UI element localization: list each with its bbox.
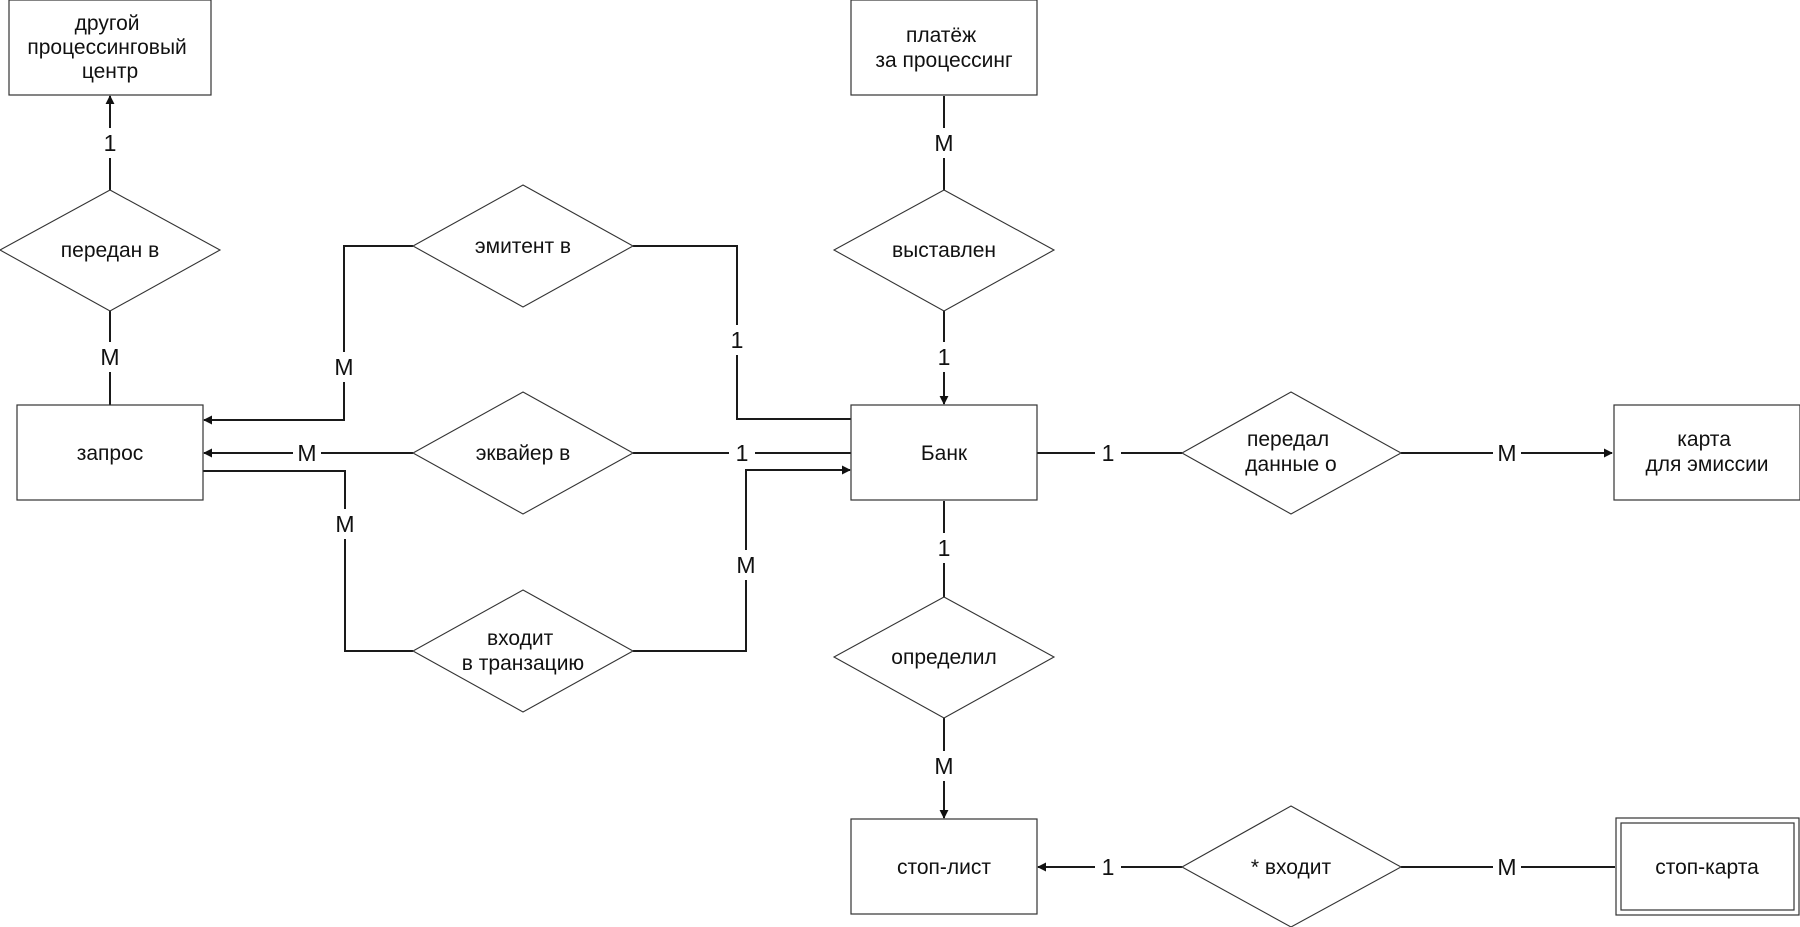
edge-issuer-to-request	[203, 245, 413, 425]
entity-card-for-emission[interactable]: карта для эмиссии	[1613, 404, 1800, 501]
svg-text:М: М	[1497, 854, 1516, 880]
svg-text:определил: определил	[891, 646, 996, 669]
svg-text:1: 1	[104, 130, 117, 156]
entity-label-line: карта	[1677, 428, 1731, 451]
svg-text:М: М	[334, 354, 353, 380]
svg-text:1: 1	[938, 535, 951, 561]
relationship-label-line: в транзацию	[462, 652, 584, 675]
cardinality-label: 1	[931, 533, 957, 563]
svg-text:1: 1	[1102, 854, 1115, 880]
relationship-label-line: данные о	[1245, 453, 1336, 476]
relationship-transferred-data[interactable]: передал данные о	[1180, 391, 1403, 515]
svg-text:М: М	[736, 552, 755, 578]
entity-label-line: запрос	[77, 442, 144, 465]
svg-text:1: 1	[731, 327, 744, 353]
entity-bank[interactable]: Банк	[850, 404, 1038, 501]
cardinality-labels: 1 М М 1 М 1 М 1	[97, 128, 1521, 882]
entity-processing-payment[interactable]: платёж за процессинг	[850, 0, 1038, 96]
edge-request-to-transaction	[203, 470, 413, 652]
svg-text:М: М	[934, 753, 953, 779]
relationship-determined[interactable]: определил	[832, 596, 1056, 719]
relationship-label-line: эквайер в	[476, 442, 571, 465]
entity-stop-list[interactable]: стоп-лист	[850, 818, 1038, 915]
relationship-transferred-to[interactable]: передан в	[0, 189, 222, 312]
svg-text:стоп-лист: стоп-лист	[897, 856, 991, 879]
svg-text:Банк: Банк	[921, 442, 968, 465]
svg-text:* входит: * входит	[1251, 856, 1332, 879]
relationship-label-line: * входит	[1251, 856, 1332, 879]
relationship-label-line: передан в	[61, 239, 159, 262]
cardinality-label: М	[930, 128, 958, 158]
entity-request[interactable]: запрос	[16, 404, 204, 501]
entity-label-line: центр	[82, 60, 138, 83]
svg-text:выставлен: выставлен	[892, 239, 996, 262]
entity-label-line: Банк	[921, 442, 968, 465]
entity-label-line: за процессинг	[875, 49, 1013, 72]
relationship-enters[interactable]: * входит	[1180, 805, 1403, 927]
cardinality-label: 1	[1095, 439, 1121, 469]
entity-label-line: стоп-карта	[1655, 856, 1759, 879]
svg-text:М: М	[100, 344, 119, 370]
cardinality-label: М	[1493, 439, 1521, 469]
cardinality-label: М	[330, 352, 358, 382]
entity-label-line: стоп-лист	[897, 856, 991, 879]
entity-label-line: для эмиссии	[1645, 453, 1768, 476]
cardinality-label: 1	[729, 439, 755, 469]
relationship-acquirer-in[interactable]: эквайер в	[411, 391, 635, 515]
svg-text:1: 1	[938, 344, 951, 370]
cardinality-label: М	[930, 751, 958, 781]
svg-text:эквайер в: эквайер в	[476, 442, 571, 465]
cardinality-label: М	[1493, 852, 1521, 882]
cardinality-label: 1	[1095, 852, 1121, 882]
cardinality-label: 1	[931, 342, 957, 372]
entity-label-line: другой	[75, 12, 140, 35]
svg-text:передал данные о: передал данные о	[1245, 428, 1336, 476]
svg-text:М: М	[934, 130, 953, 156]
svg-text:М: М	[1497, 440, 1516, 466]
svg-text:другой процессинговый: другой процессинговый центр	[27, 12, 192, 83]
svg-text:передан в: передан в	[61, 239, 159, 262]
svg-text:входит в транзацию: входит в транзацию	[462, 627, 584, 675]
entity-label-line: процессинговый	[27, 36, 186, 59]
relationships: передан в эмитент в выставлен эквайер в	[0, 184, 1403, 927]
entities: другой процессинговый центр платёж за пр…	[8, 0, 1800, 916]
svg-text:стоп-карта: стоп-карта	[1655, 856, 1759, 879]
entity-label-line: платёж	[906, 24, 976, 47]
cardinality-label: М	[293, 439, 321, 469]
svg-text:М: М	[335, 511, 354, 537]
svg-text:М: М	[297, 440, 316, 466]
relationship-invoiced[interactable]: выставлен	[832, 189, 1056, 312]
relationship-label-line: передал	[1247, 428, 1329, 451]
svg-text:запрос: запрос	[77, 442, 144, 465]
cardinality-label: 1	[97, 128, 123, 158]
cardinality-label: М	[97, 342, 123, 372]
relationship-label-line: эмитент в	[475, 235, 571, 258]
relationship-enters-transaction[interactable]: входит в транзацию	[411, 589, 635, 713]
entity-stop-card[interactable]: стоп-карта	[1615, 817, 1800, 916]
svg-text:1: 1	[736, 440, 749, 466]
entity-other-processing-center[interactable]: другой процессинговый центр	[8, 0, 212, 96]
cardinality-label: 1	[724, 325, 750, 355]
relationship-issuer-in[interactable]: эмитент в	[411, 184, 635, 308]
svg-text:платёж за процессинг: платёж за процессинг	[875, 24, 1013, 72]
cardinality-label: М	[732, 550, 760, 580]
svg-text:1: 1	[1102, 440, 1115, 466]
svg-text:карта для эмиссии: карта для эмиссии	[1645, 428, 1768, 476]
svg-text:эмитент в: эмитент в	[475, 235, 571, 258]
cardinality-label: М	[331, 509, 359, 539]
relationship-label-line: определил	[891, 646, 996, 669]
relationship-label-line: выставлен	[892, 239, 996, 262]
relationship-label-line: входит	[487, 627, 554, 650]
